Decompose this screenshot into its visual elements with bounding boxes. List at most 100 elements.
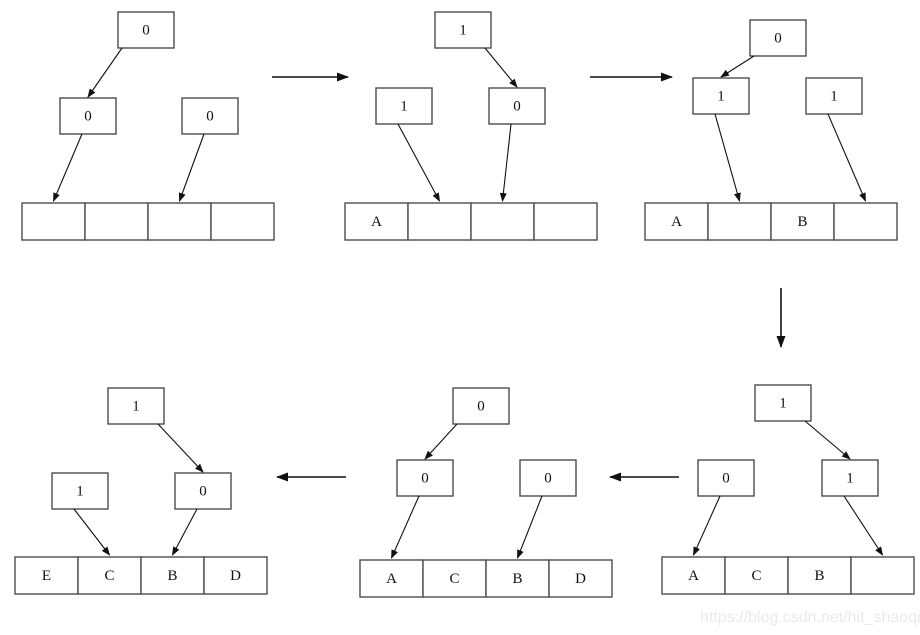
panel-6-left-node-to-cell-arrow [73,508,111,556]
panel-4-array-cell-3[interactable] [850,556,915,595]
panel-6-array-cell-1-label: C [104,568,114,584]
panel-6-array-cell-2-label: B [167,568,177,584]
panel-4-array-cell-2-label: B [814,568,824,584]
panel-5-left-node-box[interactable] [396,459,454,497]
panel-4-right-node-label: 1 [846,470,854,486]
panel-5-root-node-box[interactable] [452,387,510,425]
panel-6-array-cell-0[interactable] [14,556,79,595]
panel-4-right-node-box[interactable] [821,459,879,497]
panel-1-right-node-box[interactable] [181,97,239,135]
panel-2: 11 0A [344,11,598,241]
panel-3-left-node-label: 1 [717,88,725,104]
panel-2-array-cell-0[interactable] [344,202,409,241]
panel-4-array-cell-0[interactable] [661,556,726,595]
panel-1-left-node-label: 0 [84,108,92,124]
panel-6: 1 1 0E C B D [14,387,268,595]
panel-4-right-node[interactable]: 1 [821,459,879,497]
panel-4-root-node[interactable]: 1 [754,384,812,422]
panel-3-root-node[interactable]: 0 [749,19,807,57]
panel-3-right-node-to-cell-arrow [827,113,867,202]
panel-4-root-node-label: 1 [779,395,787,411]
panel-5-right-node-box[interactable] [519,459,577,497]
panel-1-left-node[interactable]: 0 [59,97,117,135]
panel-6-left-node[interactable]: 1 [51,472,109,510]
panel-3-left-node[interactable]: 1 [692,77,750,115]
panel-5-array-cell-3[interactable] [548,559,613,598]
panel-3-right-node[interactable]: 1 [805,77,863,115]
panel-4-array-cell-1[interactable] [724,556,789,595]
panel-1-left-node-to-cell-arrow [52,133,83,202]
panel-6-right-node-box[interactable] [174,472,232,510]
panel-4-root-to-right-arrow [804,420,851,460]
panel-2-left-node-box[interactable] [375,87,433,125]
panel-4-root-node-box[interactable] [754,384,812,422]
panel-6-array-cell-3-label: D [230,568,241,584]
panel-5-right-node-label: 0 [544,470,552,486]
panel-4-left-node[interactable]: 0 [697,459,755,497]
panel-2-array: A [344,202,598,241]
panel-1-array-cell-2[interactable] [147,202,212,241]
panel-6-array-cell-3[interactable] [203,556,268,595]
panel-5-array-cell-3-label: D [575,571,586,587]
panel-5-left-node-label: 0 [421,470,429,486]
panel-5-right-node[interactable]: 0 [519,459,577,497]
panel-6-array-cell-2[interactable] [140,556,205,595]
panel-3-array-cell-0-label: A [671,214,682,230]
panel-1-left-node-box[interactable] [59,97,117,135]
panel-3-array-cell-3[interactable] [833,202,898,241]
panel-2-array-cell-3[interactable] [533,202,598,241]
panel-2-right-node[interactable]: 0 [488,87,546,125]
panel-2-right-node-box[interactable] [488,87,546,125]
panel-3-root-node-box[interactable] [749,19,807,57]
panel-4-right-node-to-cell-arrow [843,495,884,556]
panel-1-array-cell-1[interactable] [84,202,149,241]
panel-6-root-node-box[interactable] [107,387,165,425]
flow-arrows-layer [272,72,786,482]
panel-4-left-node-label: 0 [722,470,730,486]
panel-1-root-node[interactable]: 0 [117,11,175,49]
panel-3-left-node-box[interactable] [692,77,750,115]
panel-6-root-node[interactable]: 1 [107,387,165,425]
panel-1-root-node-box[interactable] [117,11,175,49]
panel-1-array-cell-3[interactable] [210,202,275,241]
panel-2-left-node[interactable]: 1 [375,87,433,125]
panel-3-right-node-box[interactable] [805,77,863,115]
panel-3-array-cell-1[interactable] [707,202,772,241]
panel-4-left-node-box[interactable] [697,459,755,497]
panel-2-root-node[interactable]: 1 [434,11,492,49]
panel-1-array-cell-0[interactable] [21,202,86,241]
panel-5-array-cell-1[interactable] [422,559,487,598]
panel-3-array-cell-2[interactable] [770,202,835,241]
panel-1-root-to-left-arrow [87,47,123,98]
panel-1-array [21,202,275,241]
panel-2-array-cell-2[interactable] [470,202,535,241]
panel-6-array-cell-0-label: E [42,568,51,584]
panel-6-right-node[interactable]: 0 [174,472,232,510]
panel-2-left-node-to-cell-arrow [397,123,440,202]
panel-2-array-cell-1[interactable] [407,202,472,241]
panel-5-left-node[interactable]: 0 [396,459,454,497]
panel-3-array-cell-2-label: B [797,214,807,230]
panel-5-root-node-label: 0 [477,398,485,414]
panel-6-left-node-box[interactable] [51,472,109,510]
panel-5-array-cell-0-label: A [386,571,397,587]
panel-5-array-cell-2-label: B [512,571,522,587]
panel-4-array-cell-1-label: C [751,568,761,584]
panel-3-right-node-label: 1 [830,88,838,104]
panel-1-right-node[interactable]: 0 [181,97,239,135]
panel-4: 1 0 1A C B [661,384,915,595]
panel-2-root-to-right-arrow [484,47,518,88]
panel-6-left-node-label: 1 [76,483,84,499]
panel-4-array-cell-0-label: A [688,568,699,584]
panel-5-root-node[interactable]: 0 [452,387,510,425]
panel-5-array-cell-0[interactable] [359,559,424,598]
panel-2-root-node-box[interactable] [434,11,492,49]
panel-5-right-node-to-cell-arrow [516,495,543,559]
panel-3-root-node-label: 0 [774,30,782,46]
